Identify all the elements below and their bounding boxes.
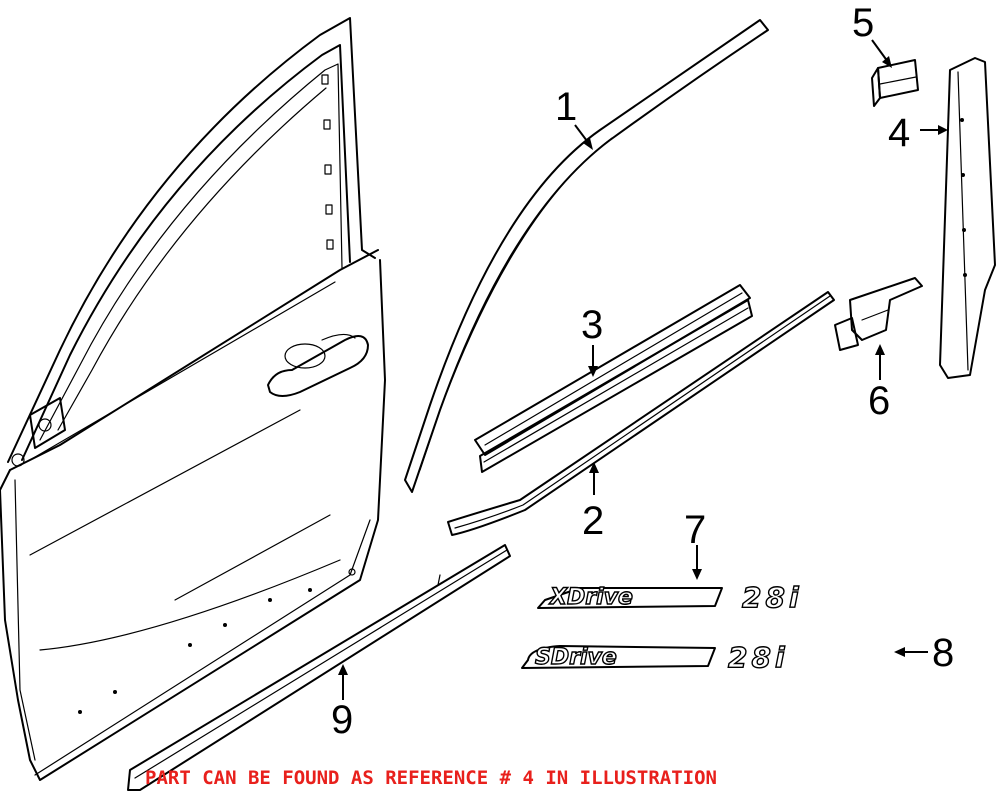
xdrive-word-text: XDrive [548,585,633,610]
callout-8: 8 [932,631,954,675]
xdrive-number-text: 28i [742,581,803,614]
callout-7: 7 [684,508,706,552]
part-5-clip [871,59,919,107]
xdrive-emblem: XDrive 28i [537,580,803,615]
sdrive-word-text: SDrive [535,645,617,670]
sdrive-number-text: 28i [728,641,789,674]
part-3-belt-weatherstrip [474,284,753,473]
callout-3: 3 [581,303,603,347]
leader-arrows [338,39,948,700]
callout-2: 2 [582,499,604,543]
part-2-outer-belt-molding [447,291,835,536]
callout-4: 4 [888,111,910,155]
part-1-frame-molding [404,19,769,493]
sdrive-emblem: SDrive 28i [521,640,789,675]
front-door [0,17,386,781]
callout-9: 9 [331,698,353,742]
reference-notice: PART CAN BE FOUND AS REFERENCE # 4 IN IL… [145,767,717,789]
part-9-lower-molding [127,544,511,791]
callout-6: 6 [868,379,890,423]
callout-1: 1 [555,85,577,129]
callout-5: 5 [852,1,874,45]
part-6-bracket [834,277,923,351]
part-4-pillar-trim [939,57,996,379]
